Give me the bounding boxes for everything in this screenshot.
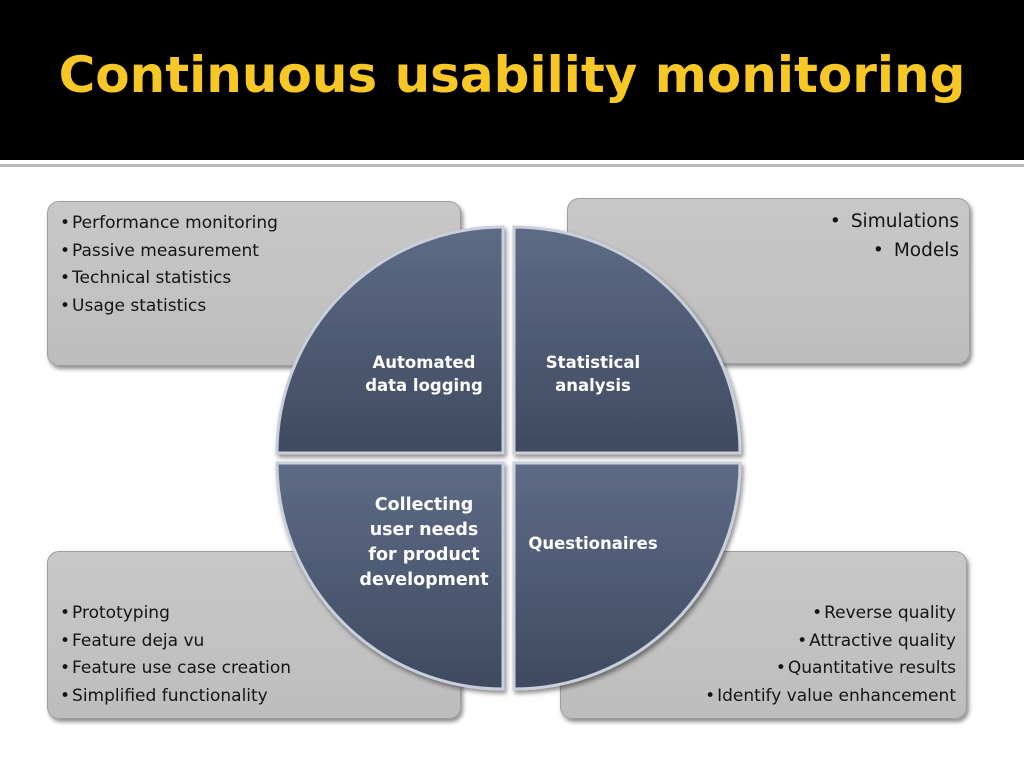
bullet-item: Reverse quality (705, 600, 956, 628)
bullet-list-bottom-right: Reverse qualityAttractive qualityQuantit… (705, 600, 956, 710)
bullet-item: Passive measurement (60, 238, 278, 266)
bullet-list-top-left: Performance monitoringPassive measuremen… (60, 210, 278, 320)
quadrant-label-bottom-left: Collecting user needs for product develo… (359, 495, 489, 590)
quadrant-label-top-left: Automated data logging (365, 353, 483, 395)
header-rule-white (0, 160, 1024, 164)
bullet-item: Performance monitoring (60, 210, 278, 238)
bullet-item: Identify value enhancement (705, 683, 956, 711)
bullet-list-top-right: SimulationsModels (830, 207, 959, 265)
bullet-item: Quantitative results (705, 655, 956, 683)
slide-title: Continuous usability monitoring (58, 46, 966, 104)
bullet-item: Feature deja vu (60, 628, 291, 656)
quadrant-label-top-right: Statistical analysis (545, 353, 641, 395)
bullet-item: Models (830, 236, 959, 265)
bullet-list-bottom-left: PrototypingFeature deja vuFeature use ca… (60, 600, 291, 710)
bullet-item: Prototyping (60, 600, 291, 628)
bullet-item: Simulations (830, 207, 959, 236)
bullet-item: Technical statistics (60, 265, 278, 293)
bullet-item: Attractive quality (705, 628, 956, 656)
title-bar: Continuous usability monitoring (0, 0, 1024, 160)
quadrant-bottom-left (275, 461, 505, 691)
bullet-item: Simplified functionality (60, 683, 291, 711)
bullet-item: Feature use case creation (60, 655, 291, 683)
quadrant-top-left (275, 225, 505, 455)
quadrant-label-bottom-right: Questionaires (528, 534, 658, 553)
quadrant-top-right (512, 225, 742, 455)
header-rule-grey (0, 164, 1024, 167)
quadrant-bottom-right (512, 461, 742, 691)
bullet-item: Usage statistics (60, 293, 278, 321)
